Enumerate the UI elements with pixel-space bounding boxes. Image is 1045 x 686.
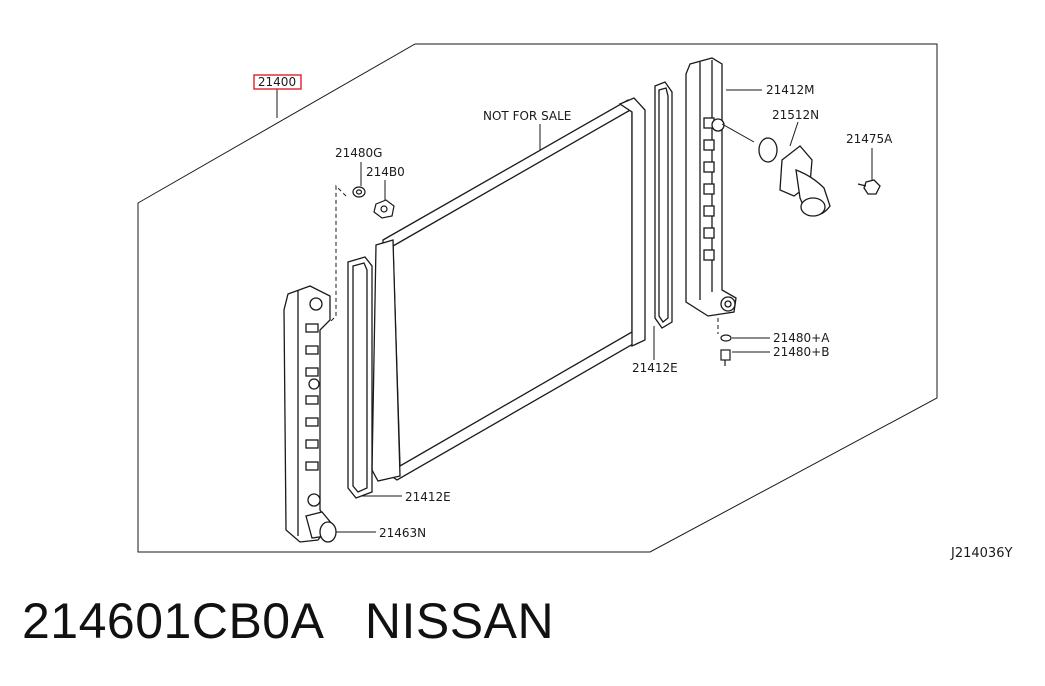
not-for-sale-watermark: NOT FOR SALE <box>483 109 571 123</box>
coolant-outlet <box>779 145 831 217</box>
leader-lines <box>336 89 873 533</box>
reference-code: J214036Y <box>950 546 1012 561</box>
assembly-frame <box>137 43 938 553</box>
outlet-bolt <box>857 179 881 195</box>
right-tank <box>685 57 737 317</box>
callout-21480g: 21480G <box>335 146 382 160</box>
callout-21480b: 21480+B <box>773 345 829 359</box>
callout-21512n: 21512N <box>772 108 819 122</box>
left-tank-bolt <box>352 186 366 198</box>
drain-plug <box>720 349 731 366</box>
callout-21412e-left: 21412E <box>405 490 451 504</box>
assembly-label-highlight <box>253 74 302 90</box>
part-number: 214601CB0A <box>22 593 322 649</box>
callout-21480a: 21480+A <box>773 331 830 345</box>
callout-214b0: 214B0 <box>366 165 405 179</box>
radiator-core <box>371 97 646 482</box>
right-seal <box>654 81 673 329</box>
left-tank-fitting <box>373 199 395 219</box>
callout-21475a: 21475A <box>846 132 893 146</box>
callout-21412m: 21412M <box>766 83 815 97</box>
assembly-dashed-line <box>329 184 347 323</box>
brand-name: NISSAN <box>364 593 555 649</box>
left-tank <box>283 285 331 543</box>
part-caption: 214601CB0A NISSAN <box>22 596 554 646</box>
outlet-gasket <box>758 137 778 163</box>
assembly-label: 21400 <box>258 75 296 89</box>
callout-21412e-right: 21412E <box>632 361 678 375</box>
drain-washer <box>720 334 732 342</box>
callout-21463n: 21463N <box>379 526 426 540</box>
left-seal <box>347 256 373 499</box>
filler-cap <box>305 511 337 543</box>
